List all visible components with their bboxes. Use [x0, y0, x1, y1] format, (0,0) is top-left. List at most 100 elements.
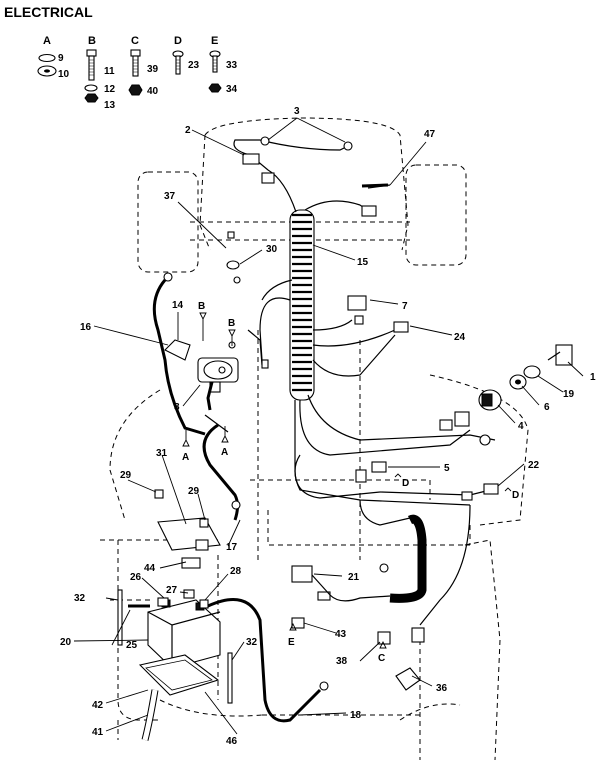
part-12: 12: [104, 84, 116, 95]
ref-a: A: [182, 452, 189, 463]
part-10: 10: [58, 69, 70, 80]
callout-46: 46: [226, 736, 238, 747]
washer-icon: [226, 260, 240, 270]
callout-22: 22: [528, 460, 540, 471]
callout-26: 26: [130, 572, 142, 583]
ref-c: C: [378, 653, 385, 664]
part-23: 23: [188, 60, 200, 71]
components: [117, 183, 573, 741]
switch-icon: [371, 461, 387, 473]
hw-letter-c: C: [131, 35, 139, 47]
callout-17: 17: [226, 542, 238, 553]
clip-icon: [154, 489, 164, 499]
callout-14: 14: [172, 300, 184, 311]
callout-36: 36: [436, 683, 448, 694]
callout-1: 1: [590, 372, 596, 383]
connector: [261, 172, 275, 184]
part-13: 13: [104, 100, 116, 111]
part-11: 11: [104, 66, 115, 77]
seat-switch-icon: [291, 565, 313, 583]
ignition-switch-icon: [478, 389, 502, 411]
screw-icon: [209, 50, 221, 73]
callout-29: 29: [188, 486, 200, 497]
part-34: 34: [226, 84, 238, 95]
leader-lines: [73, 117, 584, 735]
nut-icon: [523, 365, 541, 379]
part-40: 40: [147, 86, 159, 97]
callout-16: 16: [80, 322, 92, 333]
connector: [242, 153, 260, 165]
bulb-socket: [260, 136, 270, 146]
bolt-icon: [117, 589, 123, 646]
part-9: 9: [58, 53, 64, 64]
callout-42: 42: [92, 700, 104, 711]
ring-terminal: [163, 272, 173, 282]
cable-sleeve: [389, 514, 427, 603]
hw-letter-e: E: [211, 35, 218, 47]
bolt-icon: [86, 49, 97, 81]
callout-5: 5: [444, 463, 450, 474]
callout-21: 21: [348, 572, 360, 583]
connector: [411, 627, 425, 643]
callout-47: 47: [424, 129, 436, 140]
callout-32: 32: [74, 593, 86, 604]
callout-28: 28: [230, 566, 242, 577]
callout-43: 43: [335, 629, 347, 640]
callout-3: 3: [294, 106, 300, 117]
plug-icon: [393, 321, 409, 333]
callout-31: 31: [156, 448, 168, 459]
bolt-icon: [227, 652, 233, 704]
callout-4: 4: [518, 421, 524, 432]
ref-d: D: [402, 478, 409, 489]
callout-38: 38: [336, 656, 348, 667]
bulb-socket: [343, 141, 353, 151]
hw-letter-a: A: [43, 35, 51, 47]
lock-washer-icon: [84, 84, 98, 92]
bracket-icon: [164, 339, 191, 361]
front-wheel-right: [405, 164, 467, 266]
ref-d: D: [512, 490, 519, 501]
connector: [361, 205, 377, 217]
ref-b: B: [228, 318, 235, 329]
switch-icon: [483, 483, 499, 495]
ref-a: A: [221, 447, 228, 458]
callouts: 1 2 3 4 5 6 7 8 14 15 16 17 18 19 20 21 …: [60, 106, 596, 747]
callout-41: 41: [92, 727, 104, 738]
clip-icon: [395, 667, 421, 691]
callout-8: 8: [174, 402, 180, 413]
front-wheel-left: [137, 171, 199, 273]
ring-terminal: [379, 563, 389, 573]
callout-44: 44: [144, 563, 156, 574]
hardware-key: A B C D E 9 10 11 12 13: [37, 35, 238, 111]
switch-icon: [547, 344, 573, 366]
part-33: 33: [226, 60, 238, 71]
callout-18: 18: [350, 710, 362, 721]
solenoid-icon: [197, 357, 239, 393]
lock-washer-icon: [38, 53, 56, 63]
hw-letter-d: D: [174, 35, 182, 47]
hex-nut-icon: [208, 83, 222, 93]
connector: [439, 419, 453, 431]
callout-7: 7: [402, 301, 408, 312]
hex-nut-icon: [84, 93, 99, 103]
callout-30: 30: [266, 244, 278, 255]
callout-37: 37: [164, 191, 176, 202]
callout-2: 2: [185, 125, 191, 136]
callout-27: 27: [166, 585, 178, 596]
callout-6: 6: [544, 402, 550, 413]
tractor-outline: [100, 117, 529, 761]
screw-icon: [172, 50, 184, 75]
hex-nut-icon: [128, 84, 143, 96]
wiring-harness: [228, 136, 496, 643]
ref-b: B: [198, 301, 205, 312]
pad-icon: [181, 557, 201, 569]
bolt-icon: [130, 49, 141, 77]
clip-icon: [199, 518, 209, 528]
relay-icon: [347, 295, 367, 311]
connector: [454, 411, 470, 427]
callout-24: 24: [454, 332, 466, 343]
callout-32: 32: [246, 637, 258, 648]
connector: [461, 491, 473, 501]
